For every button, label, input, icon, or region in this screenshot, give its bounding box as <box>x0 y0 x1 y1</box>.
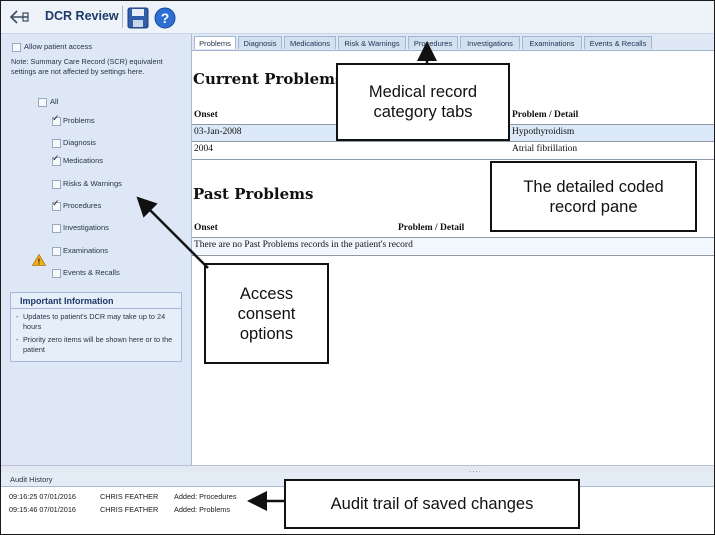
allow-access-label: Allow patient access <box>24 42 92 51</box>
option-problems-label: Problems <box>63 116 95 125</box>
option-procedures-label: Procedures <box>63 201 102 210</box>
audit-time: 09:16:25 07/01/2016 <box>9 492 76 501</box>
row-divider <box>192 159 714 160</box>
table-row[interactable]: 2004 Atrial fibrillation <box>192 142 714 158</box>
info-item-priority: - Priority zero items will be shown here… <box>16 335 173 354</box>
scr-note: Note: Summary Care Record (SCR) equivale… <box>11 57 163 76</box>
problems-checkbox[interactable] <box>52 114 61 126</box>
medications-checkbox[interactable] <box>52 154 61 166</box>
diagnosis-checkbox[interactable] <box>52 139 61 148</box>
procedures-checkbox[interactable] <box>52 199 61 211</box>
access-consent-panel: Allow patient access Note: Summary Care … <box>1 34 192 466</box>
header-divider <box>192 237 714 238</box>
risks-warnings-checkbox[interactable] <box>52 180 61 189</box>
row-divider <box>192 141 714 142</box>
option-examinations-label: Examinations <box>63 246 109 255</box>
audit-user: CHRIS FEATHER <box>100 505 159 514</box>
current-onset-header: Onset <box>194 110 218 120</box>
option-diagnosis-label: Diagnosis <box>63 138 96 147</box>
investigations-checkbox[interactable] <box>52 224 61 233</box>
important-info-title: Important Information <box>20 296 114 306</box>
back-arrow-icon[interactable] <box>8 8 30 26</box>
important-info-box: Important Information - Updates to patie… <box>10 292 182 362</box>
tab-diagnosis[interactable]: Diagnosis <box>238 36 282 49</box>
access-arrow-icon <box>136 196 209 269</box>
info-item-priority-text: Priority zero items will be shown here o… <box>23 335 173 354</box>
tab-events-recalls[interactable]: Events & Recalls <box>584 36 652 49</box>
splitter-grip-icon[interactable]: .... <box>469 466 482 474</box>
callout-access: Access consent options <box>204 263 329 364</box>
tab-problems[interactable]: Problems <box>194 36 236 49</box>
past-onset-header: Onset <box>194 223 218 233</box>
onset-cell: 03-Jan-2008 <box>194 127 242 137</box>
callout-tabs: Medical record category tabs <box>336 63 510 141</box>
tab-risk-warnings[interactable]: Risk & Warnings <box>338 36 406 49</box>
current-problems-title: Current Problems <box>193 70 344 88</box>
all-checkbox[interactable] <box>38 98 47 107</box>
tab-examinations[interactable]: Examinations <box>522 36 582 49</box>
events-recalls-checkbox[interactable] <box>52 269 61 278</box>
bullet-icon: - <box>16 335 19 344</box>
info-item-updates: - Updates to patient's DCR may take up t… <box>16 312 173 331</box>
row-divider <box>192 255 714 256</box>
option-risks-label: Risks & Warnings <box>63 179 122 188</box>
info-divider <box>11 308 181 309</box>
past-problem-header: Problem / Detail <box>398 223 465 233</box>
empty-message: There are no Past Problems records in th… <box>194 240 413 250</box>
audit-time: 09:15:46 07/01/2016 <box>9 505 76 514</box>
window-title: DCR Review <box>45 9 119 23</box>
bullet-icon: - <box>16 312 19 321</box>
audit-user: CHRIS FEATHER <box>100 492 159 501</box>
option-medications-label: Medications <box>63 156 104 165</box>
problem-cell: Hypothyroidism <box>512 127 575 137</box>
callout-audit: Audit trail of saved changes <box>284 479 580 529</box>
svg-text:!: ! <box>38 258 41 267</box>
examinations-checkbox[interactable] <box>52 247 61 256</box>
toolbar-separator <box>122 6 123 28</box>
past-problems-title: Past Problems <box>193 185 314 203</box>
callout-pane: The detailed coded record pane <box>490 161 697 232</box>
audit-action: Added: Procedures <box>174 492 237 501</box>
option-all-label: All <box>50 97 59 106</box>
empty-row: There are no Past Problems records in th… <box>192 238 714 254</box>
allow-access-checkbox[interactable] <box>12 43 21 52</box>
option-events-label: Events & Recalls <box>63 268 120 277</box>
problem-cell: Atrial fibrillation <box>512 144 578 154</box>
audit-action: Added: Problems <box>174 505 230 514</box>
svg-text:?: ? <box>161 10 170 26</box>
info-item-updates-text: Updates to patient's DCR may take up to … <box>23 312 166 331</box>
onset-cell: 2004 <box>194 144 213 154</box>
warning-icon: ! <box>32 254 46 266</box>
help-icon[interactable]: ? <box>154 7 176 29</box>
audit-history-title: Audit History <box>10 475 53 484</box>
tab-medications[interactable]: Medications <box>284 36 336 49</box>
coded-record-pane: Current Problems Onset Problem / Detail … <box>192 51 714 465</box>
option-investigations-label: Investigations <box>63 223 109 232</box>
toolbar: DCR Review ? <box>1 1 714 34</box>
current-problem-header: Problem / Detail <box>512 110 579 120</box>
tab-investigations[interactable]: Investigations <box>460 36 520 49</box>
save-icon[interactable] <box>127 7 149 29</box>
pane-splitter[interactable]: .... <box>1 465 714 474</box>
